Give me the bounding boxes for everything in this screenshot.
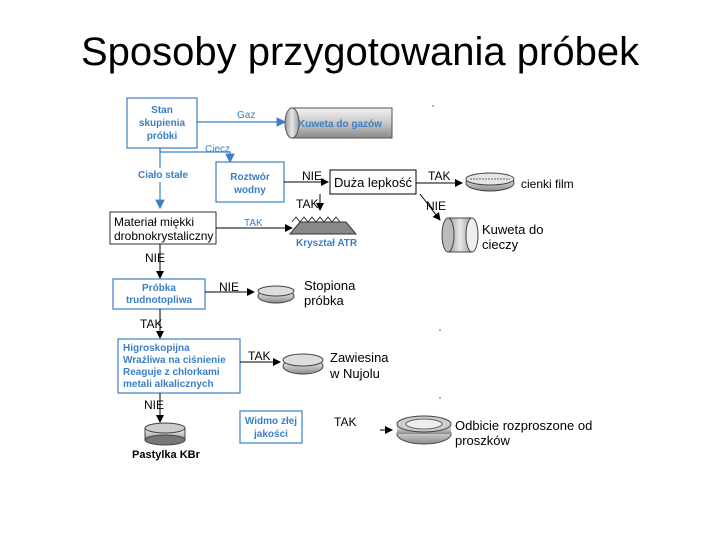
svg-text:próbki: próbki (147, 131, 178, 142)
svg-text:Pastylka KBr: Pastylka KBr (132, 449, 201, 461)
label-tak-2: TAK (296, 197, 318, 211)
node-cienki-film: cienki film (465, 172, 574, 192)
svg-text:Kuweta do: Kuweta do (482, 222, 543, 237)
svg-text:cienki film: cienki film (521, 177, 574, 191)
label-tak-4: TAK (140, 317, 162, 331)
svg-text:cieczy: cieczy (482, 237, 519, 252)
node-probka-trudnotopliwa: Próbka trudnotopliwa (112, 278, 206, 310)
node-odbicie-rozproszone: Odbicie rozproszone od proszków (396, 415, 592, 448)
svg-text:metali alkalicznych: metali alkalicznych (123, 379, 214, 390)
page-title: Sposoby przygotowania próbek (80, 30, 640, 74)
svg-text:w Nujolu: w Nujolu (329, 366, 380, 381)
svg-text:wodny: wodny (233, 185, 266, 196)
label-tak-1: TAK (428, 169, 450, 183)
label-tak-3: TAK (244, 218, 263, 229)
svg-text:Duża lepkość: Duża lepkość (334, 175, 413, 190)
node-stopiona-probka: Stopiona próbka (257, 278, 356, 308)
label-cialo-stale: Ciało stałe (138, 170, 188, 181)
svg-text:Materiał miękki: Materiał miękki (114, 215, 194, 229)
svg-text:Próbka: Próbka (142, 283, 176, 294)
svg-text:Wrażliwa na ciśnienie: Wrażliwa na ciśnienie (123, 355, 226, 366)
label-tak-6: TAK (334, 415, 356, 429)
node-stan-skupienia: Stan skupienia próbki (126, 97, 198, 149)
svg-text:Kuweta do gazów: Kuweta do gazów (298, 119, 382, 130)
svg-text:proszków: proszków (455, 433, 511, 448)
svg-text:Reaguje z chlorkami: Reaguje z chlorkami (123, 367, 220, 378)
svg-text:Odbicie rozproszone od: Odbicie rozproszone od (455, 418, 592, 433)
node-pastylka-kbr: Pastylka KBr (132, 422, 201, 461)
label-gaz: Gaz (237, 110, 255, 121)
node-roztwor-wodny: Roztwór wodny (215, 161, 285, 203)
node-krysztal-atr: Kryształ ATR (288, 216, 358, 249)
node-kuweta-gazow: Kuweta do gazów (284, 107, 393, 139)
label-nie-1: NIE (302, 169, 322, 183)
svg-text:Roztwór: Roztwór (230, 172, 270, 183)
node-widmo-zlej-jakosci: Widmo złej jakości (239, 410, 303, 444)
svg-text:Zawiesina: Zawiesina (330, 350, 389, 365)
svg-text:Stopiona: Stopiona (304, 278, 356, 293)
svg-text:Stan: Stan (151, 105, 173, 116)
svg-text:drobnokrystaliczny: drobnokrystaliczny (114, 229, 213, 243)
label-tak-5: TAK (248, 349, 270, 363)
svg-text:Kryształ ATR: Kryształ ATR (296, 238, 358, 249)
svg-text:jakości: jakości (253, 429, 288, 440)
svg-text:skupienia: skupienia (139, 118, 186, 129)
label-nie-4: NIE (219, 280, 239, 294)
svg-text:próbka: próbka (304, 293, 345, 308)
label-nie-5: NIE (144, 398, 164, 412)
svg-text:trudnotopliwa: trudnotopliwa (126, 295, 193, 306)
node-higroskopijna: Higroskopijna Wrażliwa na ciśnienie Reag… (117, 338, 241, 394)
svg-text:Higroskopijna: Higroskopijna (123, 343, 190, 354)
label-nie-3: NIE (145, 251, 165, 265)
node-material-miekki: Materiał miękki drobnokrystaliczny (109, 211, 217, 245)
svg-text:Widmo złej: Widmo złej (245, 416, 297, 427)
node-duza-lepkosc: Duża lepkość (329, 169, 417, 195)
node-kuweta-cieczy: Kuweta do cieczy (441, 217, 543, 253)
node-zawiesina: Zawiesina w Nujolu (282, 350, 389, 381)
label-nie-2: NIE (426, 199, 446, 213)
label-ciecz: Ciecz (205, 144, 230, 155)
